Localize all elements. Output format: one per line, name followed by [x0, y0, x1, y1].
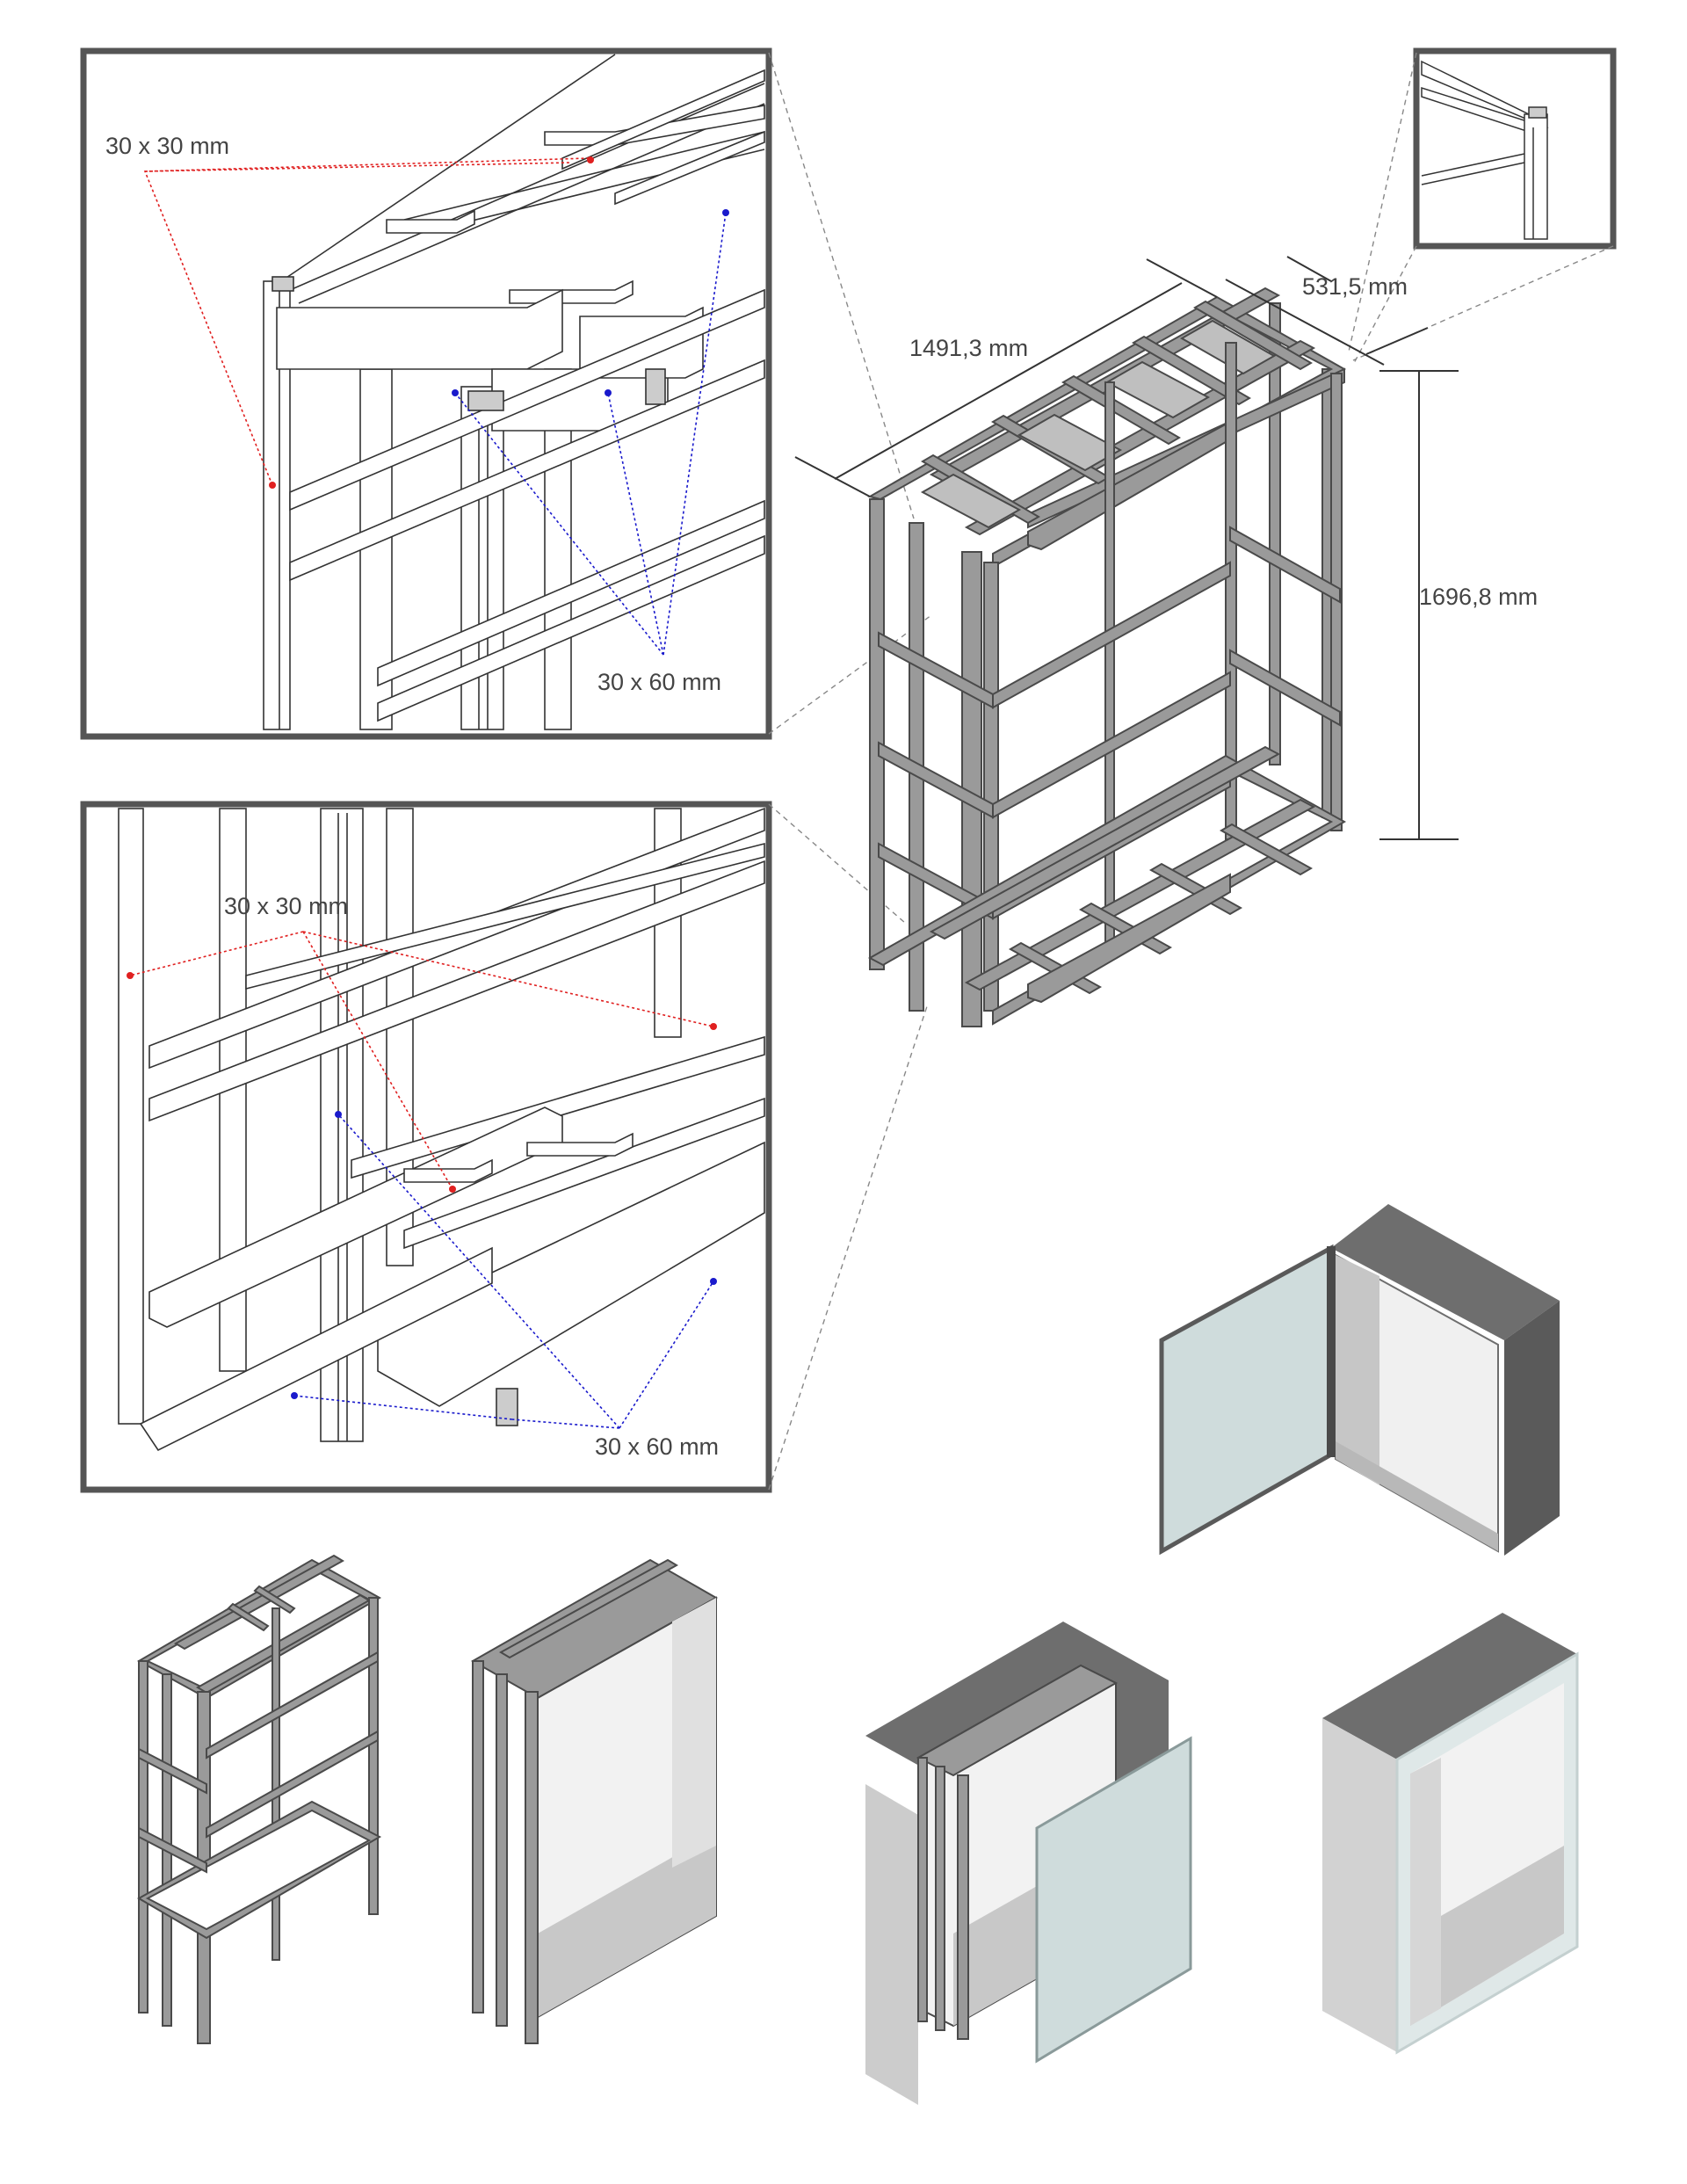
- assembly-step-exploded: [865, 1622, 1192, 2105]
- main-frame-isometric: 1491,3 mm 531,5 mm 1696,8 mm: [794, 256, 1538, 1027]
- bottom-red-dot-2: [710, 1023, 717, 1030]
- width-dimension-label: 1491,3 mm: [909, 335, 1028, 361]
- bottom-blue-dot-3: [291, 1392, 298, 1399]
- bottom-blue-callout: [293, 1114, 714, 1429]
- main-frame-members: [867, 287, 1347, 1027]
- top-red-callout: [143, 157, 590, 486]
- open-cabinet-render: [1159, 1204, 1560, 1556]
- bottom-detail-linework: [118, 807, 765, 1452]
- cabinet-door-glass: [1159, 1244, 1334, 1556]
- assembly-step-liner: [470, 1558, 719, 2044]
- bottom-callout-30x30-label: 30 x 30 mm: [224, 893, 348, 919]
- top-blue-dot-3: [722, 209, 729, 216]
- bottom-joint-detail: 30 x 30 mm 30 x 60 mm: [80, 801, 772, 1493]
- bottom-red-dot-1: [127, 972, 134, 979]
- top-blue-dot-1: [452, 389, 459, 396]
- dimension-lines: [794, 256, 1459, 840]
- top-callout-30x60-label: 30 x 60 mm: [597, 669, 721, 695]
- cabinet-right-side: [1504, 1301, 1560, 1556]
- height-dimension-label: 1696,8 mm: [1419, 584, 1538, 610]
- cabinet-interior-floor: [1336, 1441, 1498, 1551]
- cabinet-hinge-edge: [1327, 1246, 1336, 1457]
- corner-inset-detail: [1413, 47, 1617, 250]
- cabinet-interior-shade: [1336, 1255, 1379, 1485]
- bottom-blue-dot-2: [710, 1278, 717, 1285]
- top-red-dot-2: [587, 156, 594, 163]
- top-blue-dot-2: [605, 389, 612, 396]
- bottom-callout-30x60-label: 30 x 60 mm: [595, 1433, 719, 1460]
- top-detail-linework: [263, 54, 765, 730]
- bottom-red-callout: [129, 931, 714, 1190]
- exploded-glass-door: [1035, 1736, 1192, 2064]
- top-joint-detail: 30 x 30 mm 30 x 60 mm: [80, 47, 772, 740]
- exploded-side-panel-left: [865, 1784, 918, 2105]
- top-blue-callout: [454, 212, 727, 656]
- top-red-dot-1: [269, 482, 276, 489]
- bottom-blue-dot-1: [335, 1111, 342, 1118]
- assembly-step-frame: [136, 1554, 382, 2044]
- depth-dimension-label: 531,5 mm: [1302, 273, 1408, 300]
- top-callout-30x30-label: 30 x 30 mm: [105, 133, 229, 159]
- bottom-red-dot-3: [449, 1186, 456, 1193]
- assembly-step-finished: [1322, 1613, 1579, 2055]
- cabinet-top: [1331, 1204, 1560, 1340]
